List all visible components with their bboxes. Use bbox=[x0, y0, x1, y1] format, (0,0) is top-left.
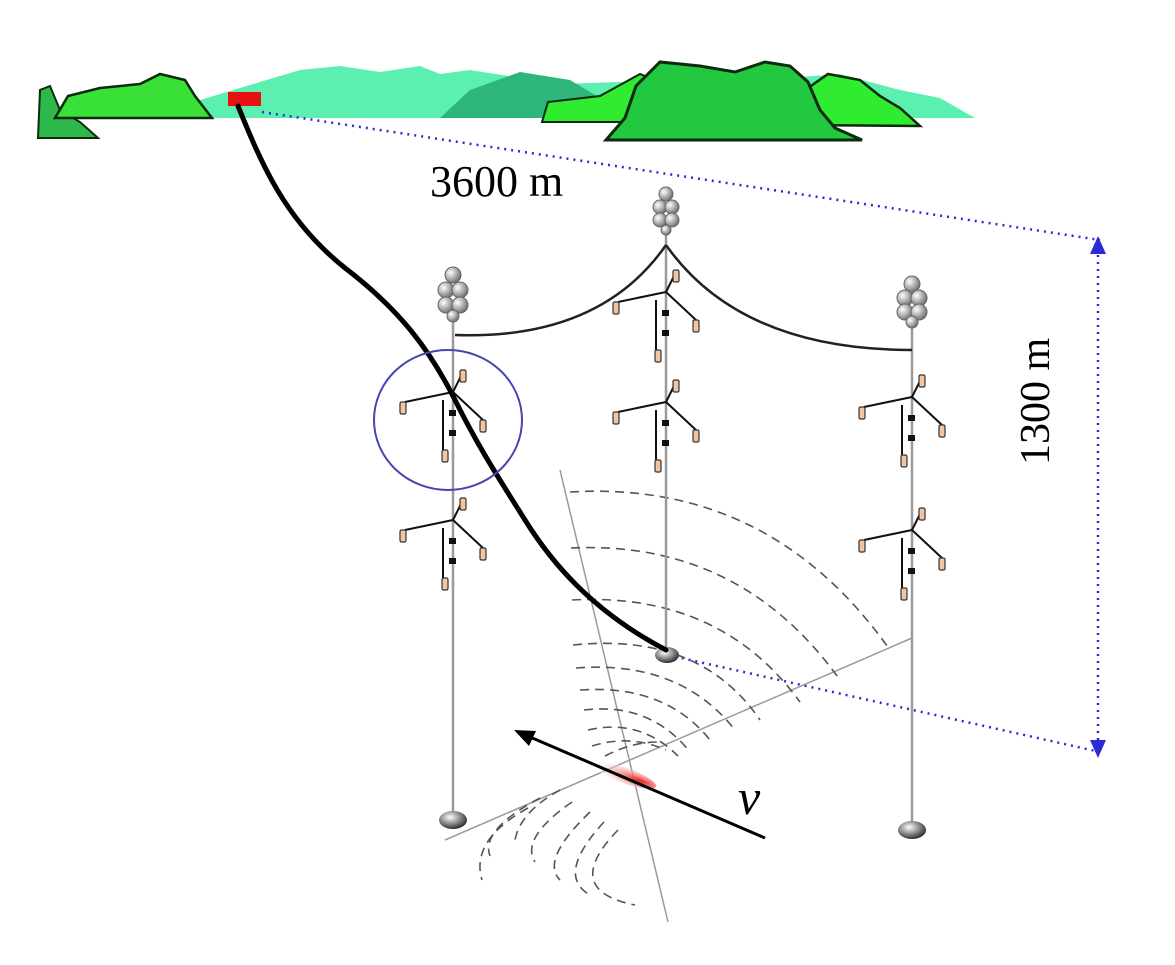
wavefront bbox=[574, 821, 605, 896]
measurement-lines bbox=[261, 110, 1101, 754]
wavefront bbox=[479, 807, 529, 881]
optical-module-icon bbox=[918, 507, 926, 521]
neutrino-arrowhead-icon bbox=[514, 730, 536, 746]
depth-label: 3600 m bbox=[430, 157, 564, 206]
wavefront bbox=[591, 740, 667, 751]
cone-edge-lower bbox=[444, 637, 913, 841]
optical-module-icon bbox=[459, 369, 467, 383]
cherenkov-cone bbox=[444, 469, 913, 923]
height-label: 1300 m bbox=[1013, 337, 1059, 465]
optical-module-icon bbox=[900, 454, 908, 468]
interlink-cable bbox=[664, 244, 913, 352]
arrow-up-icon bbox=[1090, 236, 1106, 254]
optical-module-icon bbox=[612, 301, 620, 315]
wavefront bbox=[579, 688, 711, 741]
bottom-dotted-line bbox=[667, 653, 1101, 754]
wavefront bbox=[553, 811, 591, 881]
optical-module-icon bbox=[654, 349, 662, 363]
optical-module-storeys bbox=[399, 269, 946, 601]
optical-module-icon bbox=[672, 269, 680, 283]
optical-module-icon bbox=[672, 379, 680, 393]
optical-module-icon bbox=[459, 497, 467, 511]
wavefront bbox=[572, 642, 761, 721]
junction-box-icon bbox=[655, 647, 679, 663]
buoy-icon bbox=[652, 186, 680, 236]
storey bbox=[858, 374, 946, 468]
anchor-icon bbox=[898, 821, 926, 839]
optical-module-icon bbox=[479, 419, 487, 433]
storey bbox=[858, 507, 946, 601]
track-glow bbox=[591, 761, 657, 789]
hill-right-small bbox=[798, 72, 924, 128]
wavefront bbox=[604, 741, 659, 757]
shore-station-icon bbox=[228, 92, 261, 106]
optical-module-icon bbox=[654, 459, 662, 473]
arrow-down-icon bbox=[1090, 740, 1106, 758]
optical-module-icon bbox=[938, 557, 946, 571]
highlight-circle bbox=[373, 349, 523, 491]
storey bbox=[612, 379, 700, 473]
cone-edge-upper bbox=[559, 469, 669, 923]
wavefront bbox=[569, 490, 891, 651]
optical-module-icon bbox=[399, 401, 407, 415]
anchor-icon bbox=[439, 811, 467, 829]
hill-left bbox=[52, 72, 215, 120]
wavefront bbox=[575, 666, 736, 731]
optical-module-icon bbox=[479, 547, 487, 561]
coastline bbox=[36, 60, 975, 142]
wavefront bbox=[587, 726, 679, 757]
optical-module-icon bbox=[938, 424, 946, 438]
optical-module-icon bbox=[692, 319, 700, 333]
hill-right-big bbox=[602, 60, 863, 142]
storey bbox=[399, 369, 487, 463]
optical-module-icon bbox=[858, 406, 866, 420]
wavefront bbox=[487, 797, 541, 857]
optical-module-icon bbox=[918, 374, 926, 388]
wavefront bbox=[583, 708, 691, 753]
buoy-icon bbox=[437, 266, 469, 323]
depth-dotted-line bbox=[261, 110, 1101, 242]
optical-module-icon bbox=[858, 539, 866, 553]
wavefront bbox=[591, 829, 636, 906]
interlink-cable bbox=[454, 244, 668, 337]
interlink-cables bbox=[454, 244, 913, 352]
wavefront bbox=[514, 789, 561, 841]
main-electro-optical-cable bbox=[235, 103, 669, 653]
wavefront bbox=[570, 546, 841, 681]
wavefront bbox=[571, 598, 801, 703]
neutrino-track bbox=[529, 735, 766, 840]
optical-module-icon bbox=[692, 429, 700, 443]
wavefront bbox=[530, 801, 573, 863]
optical-module-icon bbox=[441, 577, 449, 591]
optical-module-icon bbox=[399, 529, 407, 543]
storey bbox=[612, 269, 700, 363]
optical-module-icon bbox=[900, 587, 908, 601]
neutrino-label: ν bbox=[738, 769, 761, 825]
optical-module-icon bbox=[441, 449, 449, 463]
storey bbox=[399, 497, 487, 591]
optical-module-icon bbox=[612, 411, 620, 425]
buoy-icon bbox=[896, 275, 928, 329]
